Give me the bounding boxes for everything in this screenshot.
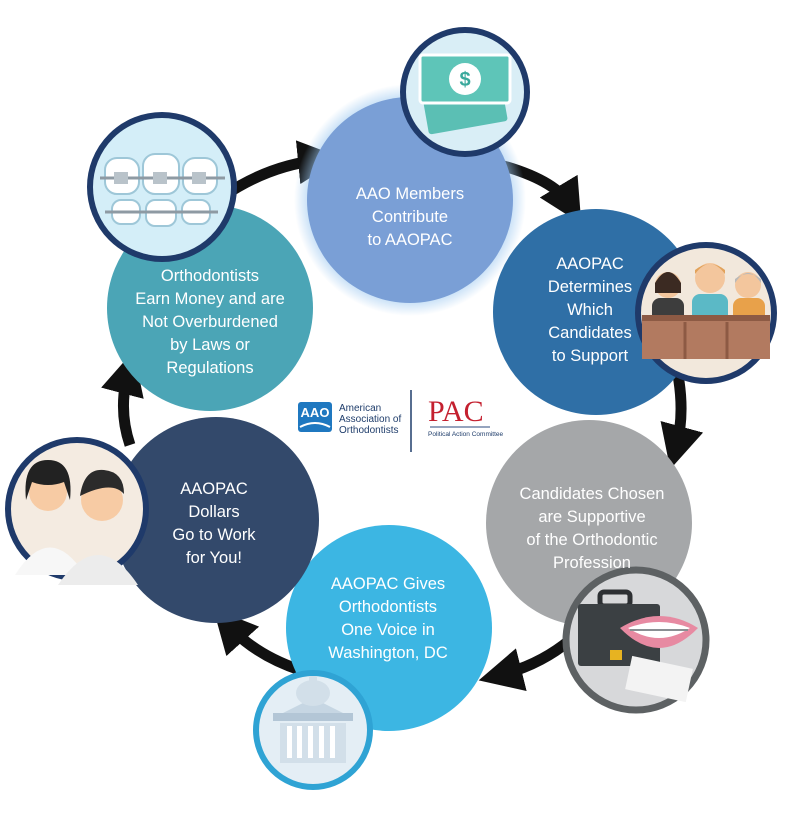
pac-logo-text: PAC xyxy=(428,395,484,428)
arrow-dollars-to-earn xyxy=(101,350,144,447)
aao-name-line3: Orthodontists xyxy=(339,425,399,436)
aao-name-line2: Association of xyxy=(339,414,402,425)
step-text-earn: Orthodontists Earn Money and are Not Ove… xyxy=(135,267,285,377)
people-icon xyxy=(635,242,777,384)
step-circle-dollars xyxy=(113,417,319,623)
pac-subtitle: Political Action Committee xyxy=(428,431,504,438)
aao-badge-text: AAO xyxy=(300,405,330,420)
step-text-voice: AAOPAC Gives Orthodontists One Voice in … xyxy=(328,575,448,662)
step-text-determine: AAOPAC Determines Which Candidates to Su… xyxy=(547,255,633,365)
money-icon: $ xyxy=(400,27,530,157)
svg-text:$: $ xyxy=(459,69,470,91)
aao-name-line1: American xyxy=(339,403,382,414)
doctors-icon xyxy=(5,437,149,585)
arrow-chosen-to-voice xyxy=(478,635,574,692)
step-circle-determine xyxy=(493,209,699,415)
step-text-dollars: AAOPAC Dollars Go to Work for You! xyxy=(172,480,256,567)
step-text-contribute: AAO Members Contribute to AAOPAC xyxy=(355,185,465,249)
logo-group xyxy=(298,390,490,452)
capitol-icon xyxy=(253,670,373,790)
arrow-determine-to-chosen xyxy=(660,374,704,470)
arrow-voice-to-dollars xyxy=(213,608,302,676)
briefcase-braces-icon xyxy=(562,566,710,714)
braces-icon xyxy=(87,112,237,262)
step-text-chosen: Candidates Chosen are Supportive of the … xyxy=(519,485,665,572)
